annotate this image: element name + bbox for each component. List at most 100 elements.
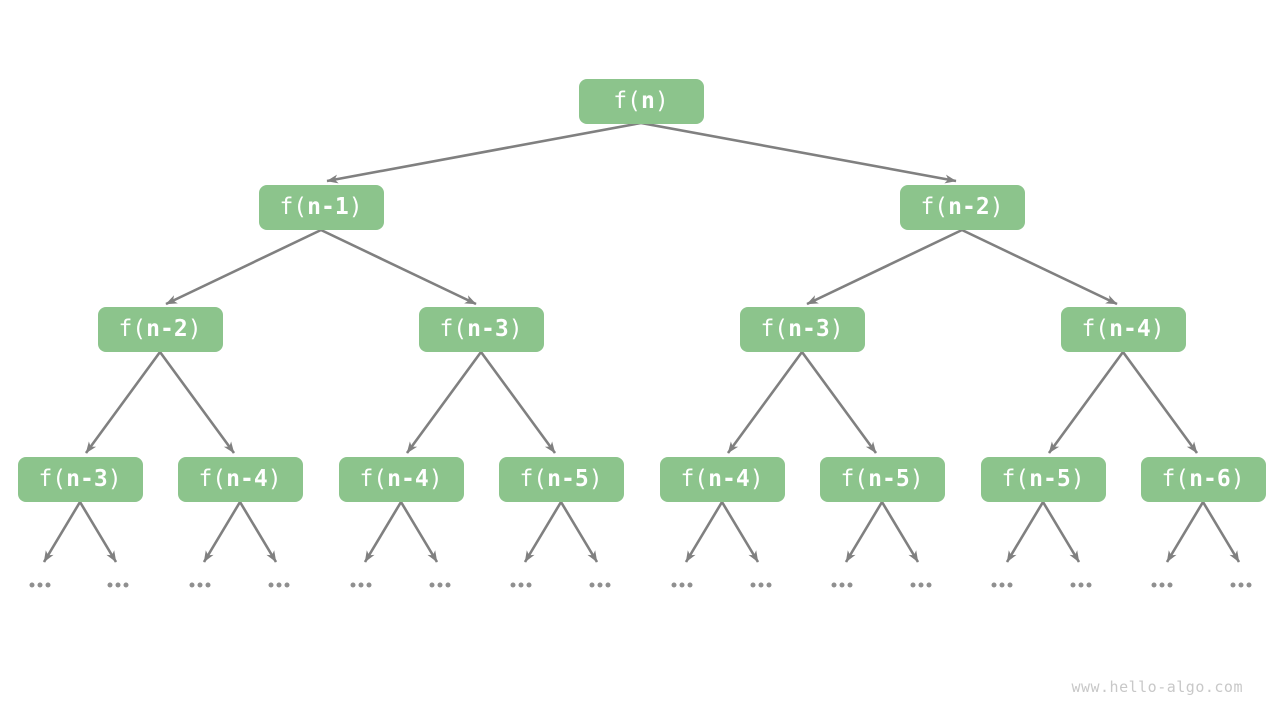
tree-node-l4-1: f(n-3) [17,456,143,502]
tree-edge-arrow [880,501,920,563]
ellipsis-dot [589,582,595,588]
ellipsis-dot [1086,582,1092,588]
node-label-prefix: f( [760,315,789,342]
node-label: f(n-4) [359,465,443,492]
tree-node-l2-1: f(n-1) [258,184,384,230]
tree-edge-arrow [238,501,278,563]
node-label-prefix: f( [1001,465,1030,492]
node-label: f(n-6) [1161,465,1244,492]
node-label-suffix: ) [588,465,603,492]
ellipsis-dot [37,582,43,588]
node-label: f(n-5) [519,465,603,492]
node-label-argument: n-5 [868,465,910,492]
node-label: f(n-4) [680,465,764,492]
ellipsis-dot [366,582,372,588]
node-label: f(n-4) [198,465,282,492]
ellipsis-dot [991,582,997,588]
ellipsis-dot [429,582,435,588]
node-label-prefix: f( [840,465,869,492]
node-label-argument: n-6 [1189,465,1231,492]
node-label-suffix: ) [348,193,363,220]
node-label: f(n-3) [38,465,121,492]
ellipsis-dot [205,582,211,588]
node-label-argument: n-3 [66,465,108,492]
tree-edge-arrow [1047,351,1125,454]
node-label-prefix: f( [118,315,147,342]
ellipsis-dot [605,582,611,588]
node-label-prefix: f( [920,193,949,220]
node-label-prefix: f( [279,193,308,220]
ellipsis-dot [29,582,35,588]
tree-node-l3-2: f(n-3) [418,306,544,352]
ellipsis-dot [1167,582,1173,588]
tree-edge-arrow [684,501,724,563]
ellipsis-dot [1238,582,1244,588]
ellipsis-dot [115,582,121,588]
ellipsis-dot [276,582,282,588]
node-label: f(n-1) [279,193,363,220]
node-label-suffix: ) [749,465,764,492]
node-label-suffix: ) [909,465,924,492]
tree-edge-arrow [42,501,82,563]
tree-edge-arrow [1121,351,1199,454]
ellipsis-dot [1007,582,1013,588]
node-label-prefix: f( [198,465,227,492]
node-label-prefix: f( [680,465,709,492]
watermark: www.hello-algo.com [1071,678,1243,696]
tree-edge-arrow [800,351,878,454]
node-label-argument: n [640,87,655,114]
tree-edge-arrow [84,351,162,454]
ellipsis-dot [918,582,924,588]
ellipsis-dot [758,582,764,588]
ellipsis-dot [1159,582,1165,588]
tree-node-l3-4: f(n-4) [1060,306,1186,352]
node-label: f(n) [613,87,668,114]
node-label: f(n-2) [920,193,1004,220]
ellipsis-dot [847,582,853,588]
tree-edge-arrow [806,228,963,306]
ellipsis-dot [1230,582,1236,588]
tree-edge-arrow [961,228,1118,306]
ellipsis-dot [197,582,203,588]
node-label-prefix: f( [613,87,641,114]
node-label: f(n-3) [760,315,844,342]
ellipsis-dot [750,582,756,588]
ellipsis-dot [926,582,932,588]
tree-edge-arrow [720,501,760,563]
tree-edge-arrow [726,351,804,454]
tree-edge-arrow [399,501,439,563]
tree-node-l4-3: f(n-4) [338,456,464,502]
tree-edge-arrow [1005,501,1045,563]
ellipsis-dot [358,582,364,588]
node-label-suffix: ) [267,465,282,492]
node-label-suffix: ) [428,465,443,492]
node-label-argument: n-2 [146,315,188,342]
ellipsis-dot [1078,582,1084,588]
node-label-prefix: f( [359,465,388,492]
node-label-argument: n-3 [467,315,509,342]
node-label-suffix: ) [989,193,1004,220]
node-label-suffix: ) [508,315,523,342]
tree-node-l4-2: f(n-4) [177,456,303,502]
ellipsis-dot [284,582,290,588]
node-label: f(n-4) [1081,315,1165,342]
tree-edge-arrow [165,228,322,306]
ellipsis-dot [839,582,845,588]
node-label-suffix: ) [1150,315,1165,342]
tree-edge-arrow [640,121,957,184]
tree-node-l4-5: f(n-4) [659,456,785,502]
tree-node-l2-2: f(n-2) [899,184,1025,230]
tree-edge-arrow [559,501,599,563]
node-label-argument: n-1 [307,193,349,220]
node-label-suffix: ) [829,315,844,342]
tree-node-l3-3: f(n-3) [739,306,865,352]
ellipsis-dot [350,582,356,588]
ellipsis-dot [1070,582,1076,588]
tree-edge-arrow [363,501,403,563]
tree-edge-arrow [1201,501,1241,563]
ellipsis-dot [910,582,916,588]
ellipsis-dot [679,582,685,588]
tree-edge-arrow [320,228,477,306]
tree-node-l4-4: f(n-5) [498,456,624,502]
